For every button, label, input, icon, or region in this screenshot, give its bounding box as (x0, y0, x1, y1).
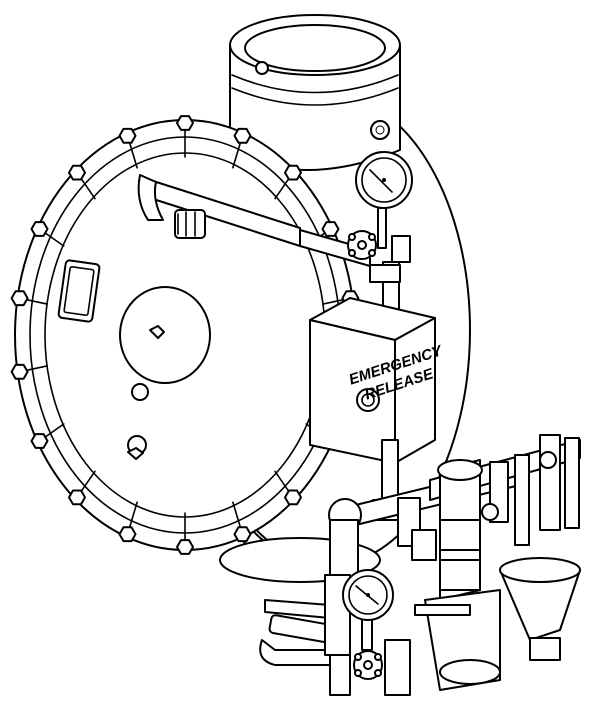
lower-trim-piping (259, 434, 581, 696)
upper-trim-piping (137, 151, 413, 311)
hex-bolt-icon (68, 164, 86, 181)
emergency-release-box: EMERGENCY RELEASE (309, 297, 446, 464)
hex-bolt-icon (118, 526, 137, 543)
hex-bolt-icon (233, 526, 252, 543)
hex-bolt-icon (233, 127, 252, 144)
hex-bolt-icon (30, 221, 49, 237)
hex-bolt-icon (68, 489, 86, 506)
hex-bolt-icon (321, 221, 340, 237)
hex-bolt-icon (284, 489, 302, 506)
hex-bolt-icon (176, 115, 194, 131)
hex-bolt-icon (10, 363, 29, 380)
hex-bolt-icon (118, 127, 137, 144)
hex-bolt-icon (30, 433, 49, 449)
cover-plate (14, 119, 356, 551)
hex-bolt-icon (176, 539, 194, 555)
hex-bolt-icon (10, 290, 29, 307)
hex-bolt-icon (284, 164, 302, 181)
